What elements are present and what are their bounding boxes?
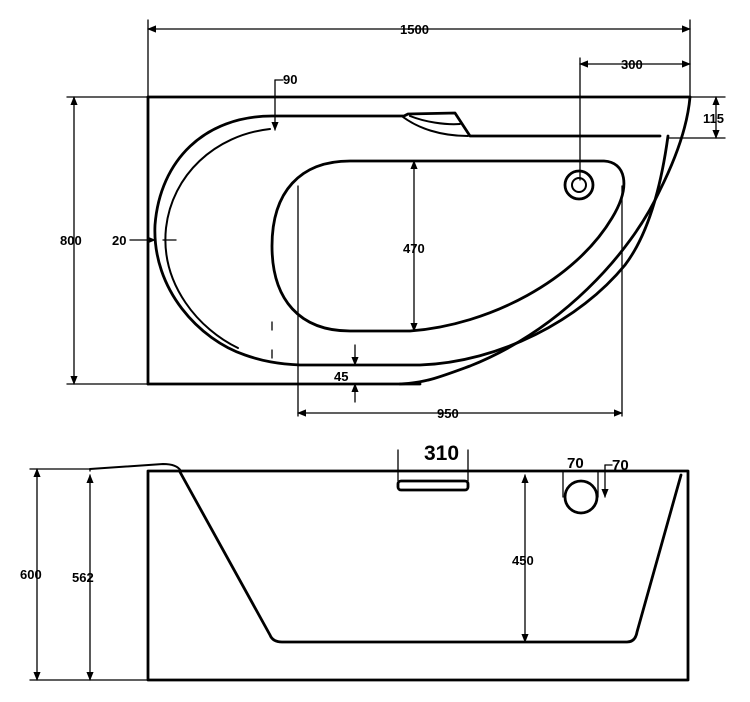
dim-rim-width: 90 bbox=[283, 72, 297, 87]
side-overflow bbox=[563, 479, 599, 515]
plan-rim-inner bbox=[164, 128, 271, 349]
drain-outer bbox=[563, 169, 595, 201]
plan-view: 1500 300 90 115 800 20 470 45 bbox=[60, 19, 726, 421]
dim-overflow-diameter: 70 bbox=[567, 455, 584, 472]
side-headrest-bump bbox=[89, 463, 182, 472]
dim-inner-width: 470 bbox=[403, 241, 425, 256]
dim-overflow-offset-small: 70 bbox=[612, 457, 629, 474]
dim-rim-right: 115 bbox=[703, 111, 724, 126]
dim-overall-length: 1500 bbox=[400, 22, 429, 37]
drain-inner bbox=[571, 177, 587, 193]
dim-total-height: 600 bbox=[20, 567, 42, 582]
dim-headrest-length: 310 bbox=[424, 442, 459, 465]
dim-wall-thickness: 20 bbox=[112, 233, 126, 248]
plan-outer-curve bbox=[398, 95, 692, 386]
dim-inner-length: 950 bbox=[437, 406, 459, 421]
side-outer-frame bbox=[146, 469, 690, 682]
side-headrest-pillow bbox=[396, 479, 470, 492]
dim-skirt-height: 562 bbox=[72, 570, 94, 585]
side-basin-outline bbox=[178, 470, 683, 644]
plan-rim-outline bbox=[153, 111, 670, 367]
dim-inner-depth: 450 bbox=[512, 553, 534, 568]
plan-headrest-slot bbox=[402, 115, 469, 137]
dim-bottom-rim: 45 bbox=[334, 369, 348, 384]
dim-overflow-offset: 300 bbox=[621, 57, 643, 72]
dim-overall-width: 800 bbox=[60, 233, 82, 248]
side-view: 310 70 70 600 562 450 bbox=[20, 442, 690, 682]
plan-basin-outline bbox=[270, 159, 626, 333]
